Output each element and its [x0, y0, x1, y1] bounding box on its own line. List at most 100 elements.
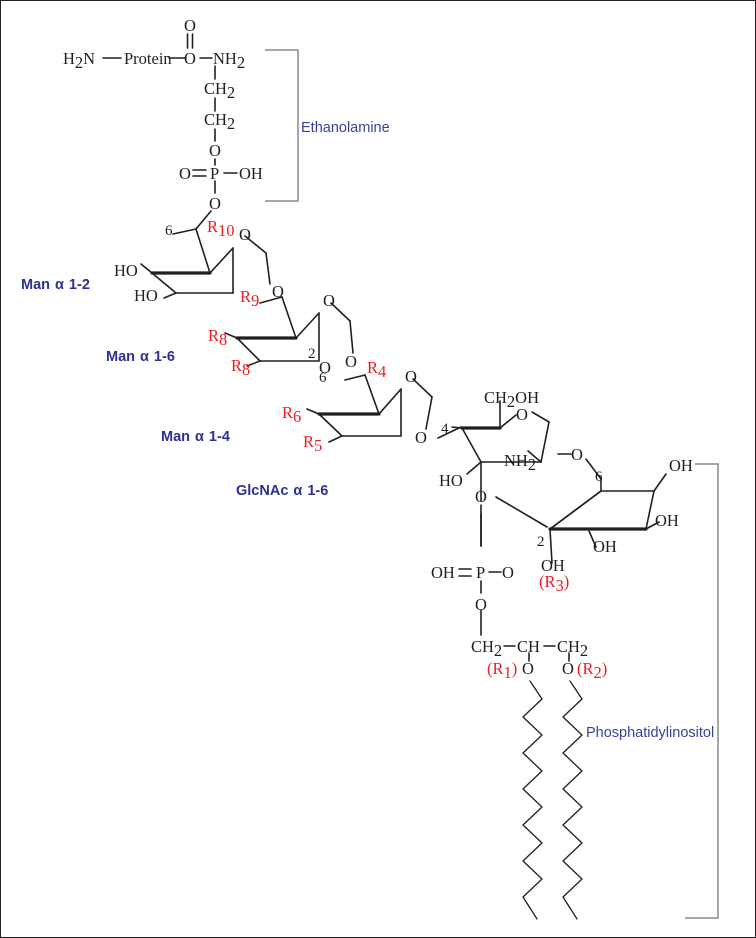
ino-position-2: 2	[537, 534, 545, 550]
ino-oh-bottom: OH	[541, 556, 565, 575]
man1-r10-label: R10	[207, 217, 235, 240]
phosphatidylinositol-bracket	[685, 463, 719, 919]
glyc-o-r1: O	[522, 659, 534, 678]
glcn-bond-c4-left	[451, 426, 463, 429]
man1-bond-c3-ho	[163, 292, 177, 299]
phos-oh: OH	[431, 563, 455, 582]
man1-bond-c1-oglyco	[265, 252, 271, 285]
man1-ho-upper: HO	[114, 261, 138, 280]
phos-o-right: O	[502, 563, 514, 582]
label-carbonyl-oxygen: O	[184, 16, 196, 35]
ino-bond-back-edge	[549, 490, 602, 530]
man1-bond-c4-ho	[140, 263, 153, 274]
ino-oh-right: OH	[655, 511, 679, 530]
phos-o-bottom: O	[475, 595, 487, 614]
label-phosphorus: P	[210, 164, 219, 183]
mannose-3-ring: 6 O R4 O R6 R5 O	[282, 358, 462, 455]
glcn-nh2: NH2	[504, 451, 536, 474]
label-ch2-upper: CH2	[204, 79, 235, 102]
man3-o6-oxygen: O	[319, 358, 331, 377]
man3-r6-label: R6	[282, 403, 301, 426]
annotation-phosphatidylinositol: Phosphatidylinositol	[586, 725, 714, 741]
label-h2n: H2N	[63, 49, 95, 72]
man1-ring-oxygen: O	[239, 225, 251, 244]
man3-bond-c5-back	[378, 388, 402, 415]
man2-bond-c3-r8b	[246, 360, 261, 367]
ino-bond-c2-to-phosphate	[495, 496, 548, 528]
protein-ethanolamine-group: H2N Protein O O NH2 CH2 CH2 O O P OH O	[63, 16, 263, 230]
man2-bond-c1-oglyco	[349, 320, 354, 354]
man2-position-2: 2	[308, 346, 316, 362]
glcn-glycosidic-oxygen: O	[571, 445, 583, 464]
man3-ring-oxygen: O	[405, 367, 417, 386]
man2-bond-c4-r8a	[224, 332, 238, 339]
lipid-r1-label: (R1)	[487, 659, 517, 682]
man2-r8-lower: R8	[231, 356, 250, 379]
glyc-ch2-left: CH2	[471, 637, 502, 660]
annotation-ethanolamine: Ethanolamine	[301, 120, 390, 136]
phosphate-glycerol-lipid-group: O OH P O O CH2 CH CH2 O O (R1) (R2)	[431, 487, 607, 920]
man2-bond-c5-c1-back	[295, 312, 320, 339]
bracket-path-ethanolamine	[265, 49, 299, 202]
label-o-phospho-lower: O	[209, 194, 221, 213]
label-phospho-double-oxygen: O	[179, 164, 191, 183]
label-phospho-oh: OH	[239, 164, 263, 183]
man2-bond-c5-c6	[281, 296, 297, 339]
label-o-phospho-upper: O	[209, 141, 221, 160]
man1-bond-c6-label	[172, 228, 197, 235]
glcn-position-4: 4	[441, 421, 449, 437]
glyc-ch-mid: CH	[517, 637, 540, 656]
mannose-1-ring: 6 R10 O HO HO O	[114, 217, 284, 305]
man2-bond-c4-c3	[236, 337, 261, 362]
glucosamine-ring: 4 CH2OH O HO NH2 O	[439, 388, 602, 547]
glcn-bond-c2-c1	[540, 421, 550, 463]
glcn-bond-c2-nh2	[527, 450, 542, 463]
man2-bond-c6-r9	[259, 296, 283, 304]
man1-bond-o5-c1	[244, 235, 267, 254]
ino-bond-c3-oh	[588, 530, 597, 548]
label-ch2-lower: CH2	[204, 110, 235, 133]
man3-bond-c1-oglyco	[425, 396, 433, 430]
man1-position-6: 6	[165, 223, 173, 239]
glcn-ho: HO	[439, 471, 463, 490]
man3-bond-c5-c6	[364, 374, 380, 415]
lipid-chain-2	[562, 680, 583, 920]
bond-o-c6-man1	[195, 210, 212, 230]
glcn-ch2oh: CH2OH	[484, 388, 539, 411]
glcn-bond-c3-ho	[466, 461, 482, 475]
man3-bond-oglyco-glcnac	[437, 426, 462, 439]
man1-ho-lower: HO	[134, 286, 158, 305]
man3-r4-label: R4	[367, 358, 386, 381]
ino-oh-top: OH	[669, 456, 693, 475]
glcn-ring-oxygen: O	[516, 405, 528, 424]
man1-bond-c4-c3	[151, 272, 177, 294]
glcn-bond-c5-o5	[499, 414, 517, 429]
ino-bond-c2-oh	[549, 528, 553, 564]
glcn-bond-o5-c1	[531, 411, 550, 423]
man3-bond-o5-c1	[412, 378, 433, 398]
ino-oh-mid: OH	[593, 537, 617, 556]
mannose-2-ring: R9 O R8 R8 2 O	[208, 287, 357, 379]
ino-bond-c5-oh	[645, 521, 660, 530]
man3-bond-c6-label	[344, 374, 366, 381]
glyc-o-r2: O	[562, 659, 574, 678]
man2-r9-label: R9	[240, 287, 259, 310]
lipid-r2-label: (R2)	[577, 659, 607, 682]
phos-o-top: O	[475, 487, 487, 506]
man3-position-6: 6	[319, 370, 327, 386]
man3-bond-c3-r5	[328, 435, 343, 443]
man2-r8-upper: R8	[208, 326, 227, 349]
man1-bond-c5-c6	[195, 228, 211, 274]
man3-glycosidic-oxygen-down: O	[415, 428, 427, 447]
man3-bond-c4-r6	[306, 408, 320, 415]
man1-bond-c5-o5-side	[209, 247, 234, 274]
ino-r3-label: (R3)	[539, 572, 569, 595]
phos-p: P	[476, 563, 485, 582]
man2-glycosidic-oxygen: O	[345, 352, 357, 371]
bracket-path-phosphatidylinositol	[685, 463, 719, 919]
label-ester-oxygen: O	[184, 49, 196, 68]
